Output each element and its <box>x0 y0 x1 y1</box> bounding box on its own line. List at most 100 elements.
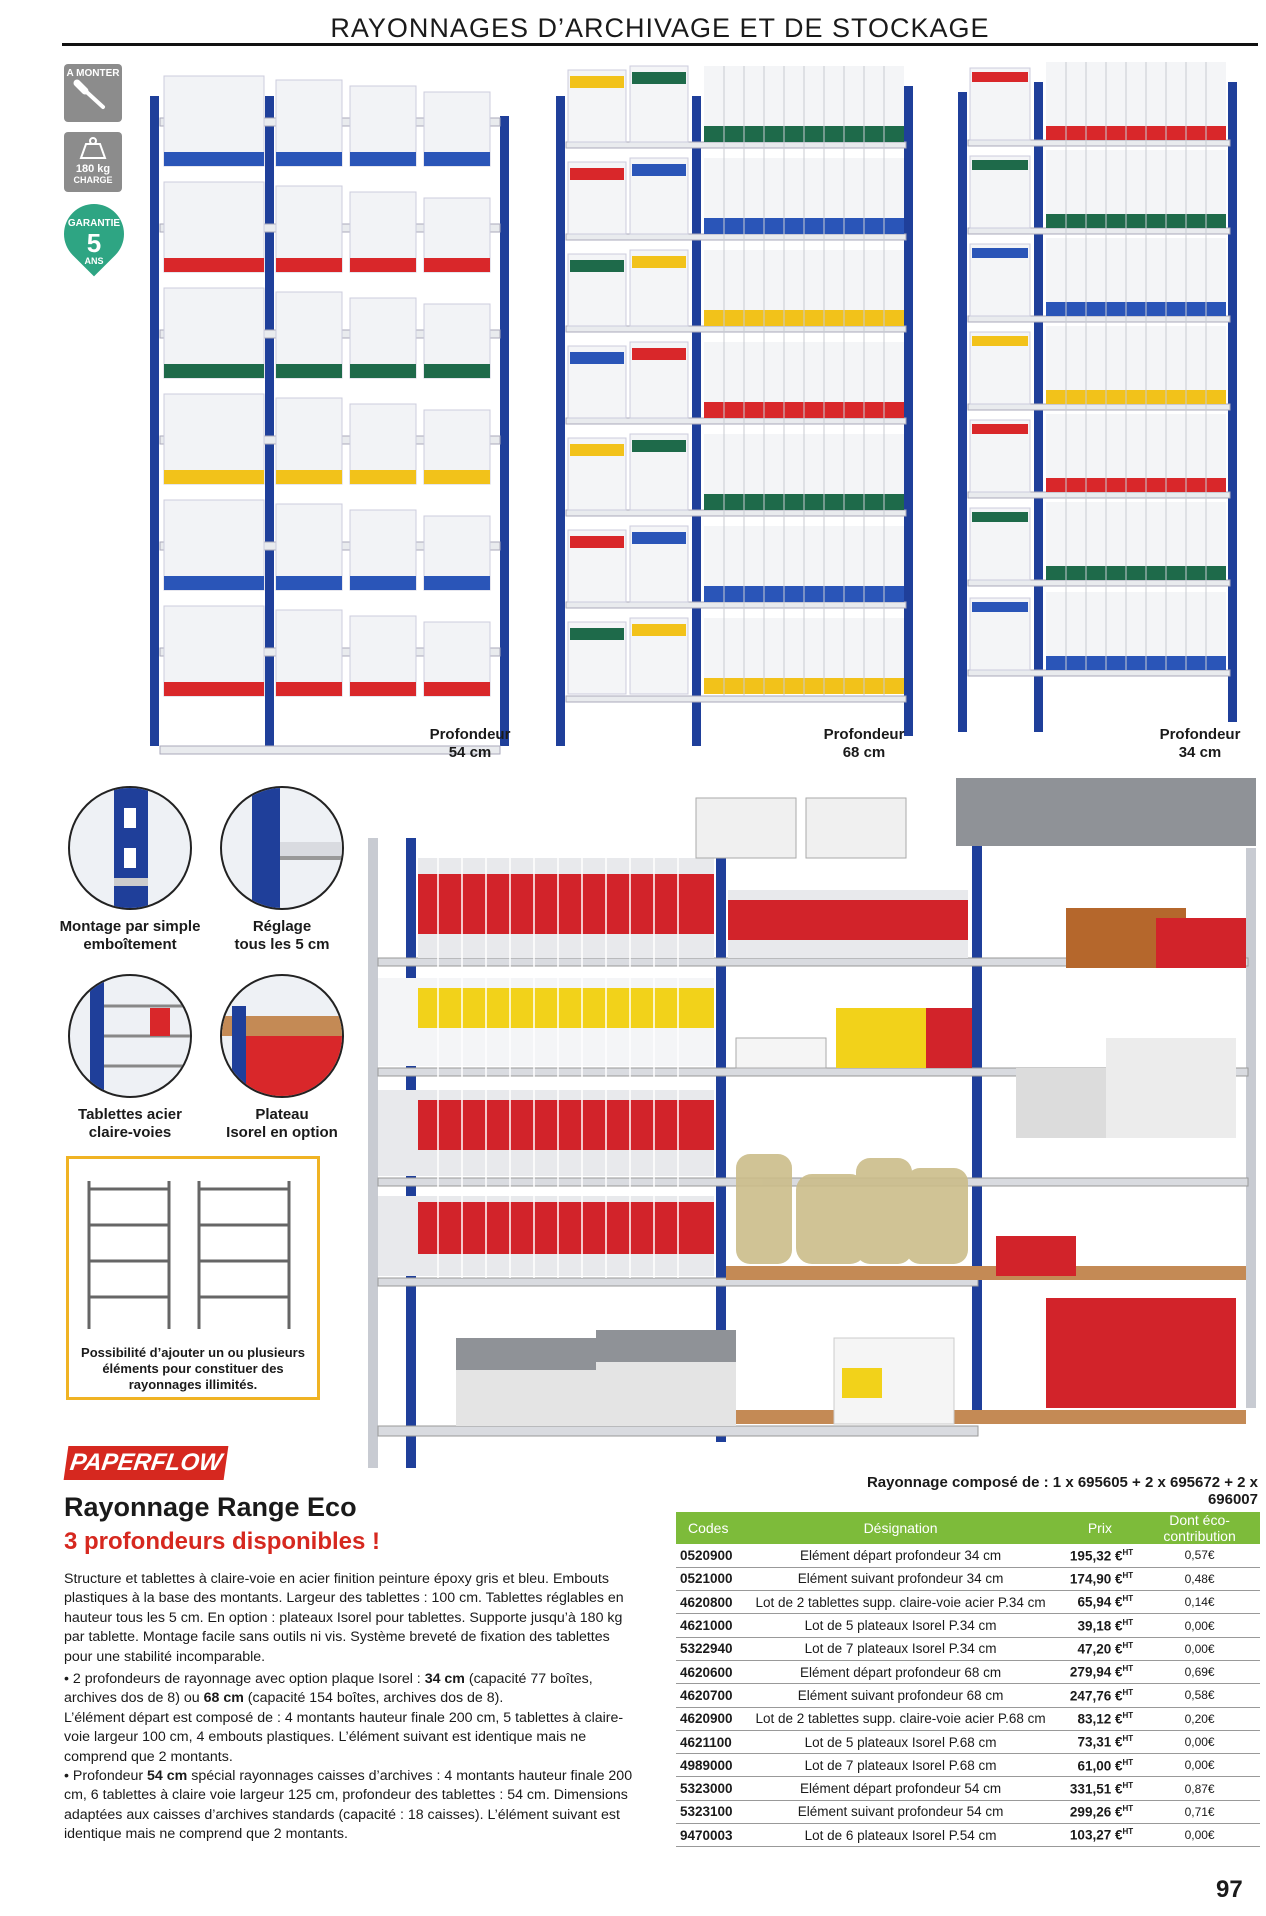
detail-caption-isorel-board: Plateau Isorel en option <box>197 1106 367 1142</box>
row-eco: 0,00€ <box>1139 1637 1260 1661</box>
price-value: 279,94 € <box>1069 1664 1123 1680</box>
caption-line: Possibilité d’ajouter un ou plusieurs <box>81 1345 305 1360</box>
detail-caption-adjustment: Réglage tous les 5 cm <box>197 918 367 954</box>
caption-line: Réglage <box>252 918 312 935</box>
ht-mark: HT <box>1122 1710 1134 1720</box>
row-code: 0521000 <box>676 1567 741 1592</box>
row-code: 4620800 <box>676 1590 741 1615</box>
price-value: 47,20 € <box>1077 1641 1123 1657</box>
ht-mark: HT <box>1122 1571 1134 1581</box>
row-designation: Elément suivant profondeur 68 cm <box>740 1683 1061 1708</box>
row-designation: Elément départ profondeur 68 cm <box>740 1660 1061 1685</box>
row-designation: Elément départ profondeur 54 cm <box>740 1776 1061 1801</box>
row-designation: Elément suivant profondeur 54 cm <box>740 1800 1061 1825</box>
composed-shelf-image <box>368 778 1256 1468</box>
product-subtitle: 3 profondeurs disponibles ! <box>64 1528 381 1555</box>
assembly-badge: A MONTER <box>64 64 122 122</box>
row-eco: 0,20€ <box>1139 1707 1260 1731</box>
row-designation: Lot de 6 plateaux Isorel P.54 cm <box>740 1823 1061 1848</box>
caption-line: claire-voies <box>88 1124 172 1141</box>
description-paragraph: L’élément départ est composé de : 4 mont… <box>64 1709 624 1765</box>
text-run: (capacité 154 boîtes, archives dos de 8)… <box>243 1690 504 1707</box>
row-eco: 0,57€ <box>1139 1544 1260 1568</box>
ht-mark: HT <box>1122 1827 1134 1837</box>
row-price: 195,32 €HT <box>1060 1544 1140 1568</box>
text-run: • Profondeur <box>64 1768 148 1785</box>
table-header-row: Codes Désignation Prix Dont éco-contribu… <box>676 1512 1260 1544</box>
row-eco: 0,58€ <box>1139 1683 1260 1708</box>
depth-label: Profondeur <box>823 726 905 743</box>
shelf-image-68cm <box>556 65 913 746</box>
row-price: 331,51 €HT <box>1060 1776 1140 1801</box>
row-price: 103,27 €HT <box>1060 1823 1140 1848</box>
detail-image-wire-shelves <box>68 974 192 1098</box>
depth-caption-34: Profondeur 34 cm <box>1140 726 1260 762</box>
row-code: 9470003 <box>676 1823 741 1848</box>
row-code: 4621100 <box>676 1730 741 1755</box>
price-value: 83,12 € <box>1077 1711 1123 1727</box>
row-eco: 0,71€ <box>1139 1800 1260 1825</box>
price-value: 73,31 € <box>1077 1734 1123 1750</box>
row-price: 299,26 €HT <box>1060 1800 1140 1825</box>
product-title: Rayonnage Range Eco <box>64 1492 357 1522</box>
load-value: 180 kg <box>75 163 111 175</box>
description-paragraph: • Profondeur 54 cm spécial rayonnages ca… <box>64 1767 640 1845</box>
text-run: spécial rayonnages caisses d’archives : … <box>64 1768 633 1843</box>
row-code: 4620900 <box>676 1707 741 1731</box>
composition-caption: Rayonnage composé de : 1 x 695605 + 2 x … <box>866 1474 1258 1508</box>
description-paragraph: Structure et tablettes à claire-voie en … <box>64 1571 624 1665</box>
row-eco: 0,00€ <box>1139 1613 1260 1638</box>
ht-mark: HT <box>1122 1664 1134 1674</box>
caption-line: tous les 5 cm <box>234 936 330 953</box>
caption-line: Tablettes acier <box>78 1106 182 1123</box>
row-designation: Lot de 5 plateaux Isorel P.34 cm <box>740 1613 1061 1638</box>
row-code: 4621000 <box>676 1613 741 1638</box>
shelf-diagram <box>87 1181 291 1329</box>
depth-caption-68: Profondeur 68 cm <box>804 726 924 762</box>
row-code: 0520900 <box>676 1544 741 1568</box>
warranty-years: 5 <box>86 228 102 258</box>
col-codes: Codes <box>676 1512 741 1544</box>
row-code: 4989000 <box>676 1753 741 1778</box>
depth-54-highlight: 54 cm <box>147 1768 188 1785</box>
page-number: 97 <box>1216 1876 1243 1903</box>
ht-mark: HT <box>1122 1734 1134 1744</box>
row-eco: 0,87€ <box>1139 1776 1260 1801</box>
ht-mark: HT <box>1122 1547 1134 1557</box>
depth-caption-54: Profondeur 54 cm <box>410 726 530 762</box>
page-title: RAYONNAGES D’ARCHIVAGE ET DE STOCKAGE <box>330 13 990 43</box>
depth-34-highlight: 34 cm <box>424 1671 465 1688</box>
detail-image-isorel-board <box>220 974 344 1098</box>
weight-icon <box>79 137 107 159</box>
text-run: (capacité 77 boîtes, archives dos de 8) … <box>64 1671 593 1707</box>
text-run: • 2 profondeurs de rayonnage avec option… <box>64 1671 425 1688</box>
caption-line: Montage par simple <box>59 918 201 935</box>
caption-line: emboîtement <box>83 936 177 953</box>
price-value: 331,51 € <box>1069 1781 1123 1797</box>
row-code: 4620600 <box>676 1660 741 1685</box>
row-price: 39,18 €HT <box>1060 1613 1140 1638</box>
ht-mark: HT <box>1122 1641 1134 1651</box>
depth-value: 34 cm <box>1178 744 1222 761</box>
row-price: 83,12 €HT <box>1060 1707 1140 1731</box>
row-eco: 0,00€ <box>1139 1730 1260 1755</box>
col-price: Prix <box>1060 1512 1140 1544</box>
depth-value: 54 cm <box>448 744 492 761</box>
price-value: 103,27 € <box>1069 1827 1123 1843</box>
row-designation: Lot de 2 tablettes supp. claire-voie aci… <box>740 1590 1061 1615</box>
row-eco: 0,48€ <box>1139 1567 1260 1592</box>
detail-image-adjustment <box>220 786 344 910</box>
page-header: RAYONNAGES D’ARCHIVAGE ET DE STOCKAGE <box>62 12 1258 46</box>
row-price: 47,20 €HT <box>1060 1637 1140 1661</box>
row-designation: Lot de 7 plateaux Isorel P.68 cm <box>740 1753 1061 1778</box>
detail-image-assembly <box>68 786 192 910</box>
warranty-label: GARANTIE <box>67 218 121 229</box>
row-designation: Lot de 2 tablettes supp. claire-voie aci… <box>740 1707 1061 1731</box>
paperflow-logo: PAPERFLOW <box>63 1446 229 1480</box>
